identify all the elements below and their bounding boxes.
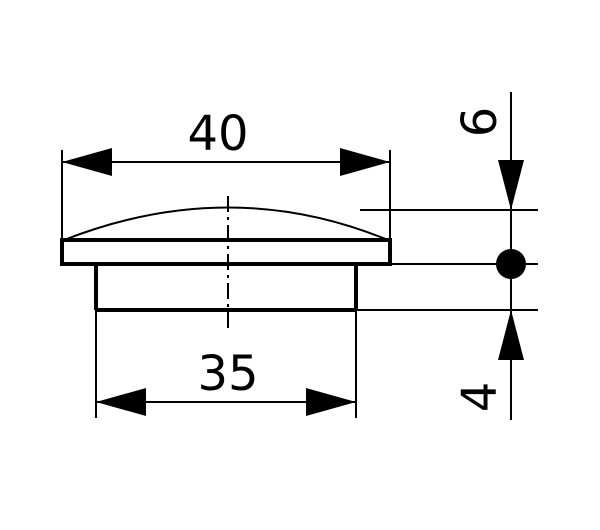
dimension-label-4: 4 [452,382,508,413]
origin-dot [496,249,526,279]
dimension-label-40: 40 [187,106,248,162]
arrowhead-right-40 [340,148,390,176]
dimension-35: 35 [95,310,357,418]
cap-body [60,238,392,266]
cap-dome-curve [63,206,389,241]
dimension-label-6: 6 [452,107,508,138]
arrowhead-right-35 [306,388,356,416]
arrowhead-bottom-4 [498,310,524,360]
arrowhead-left-40 [62,148,112,176]
cap-outline [60,206,392,266]
shank-outline [94,264,358,312]
arrowhead-left-35 [96,388,146,416]
dimension-label-35: 35 [197,346,258,402]
arrowhead-top-6 [498,160,524,210]
dimension-vertical: 6 4 [452,92,526,420]
dimension-40: 40 [61,106,391,240]
